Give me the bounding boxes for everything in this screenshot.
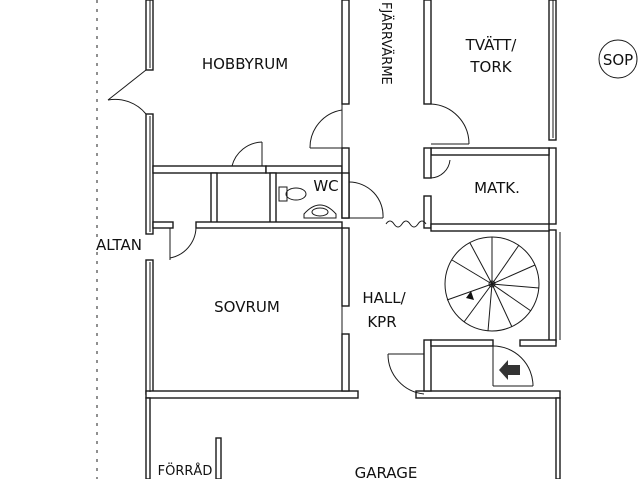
room-label-sop: SOP [603,51,633,69]
room-label-hall: HALL/ [362,289,406,307]
room-label-tork: TORK [469,58,512,76]
room-label-kpr: KPR [367,313,396,331]
spiral-stair-icon [444,236,540,332]
sink-icon [303,204,337,219]
heating-pipe-icon [385,220,427,228]
toilet-icon [278,186,307,202]
doors [107,69,534,395]
room-label-sovrum: SOVRUM [214,298,280,316]
windows [149,0,554,392]
room-label-fjarrvarme: FJÄRRVÄRME [378,2,394,85]
room-label-tvatt: TVÄTT/ [465,35,518,54]
room-label-altan: ALTAN [96,236,142,254]
interior-walls [152,0,557,479]
room-label-matk: MATK. [474,179,520,197]
entry-arrow-icon [499,360,520,380]
room-label-forrad: FÖRRÅD [158,462,213,479]
room-label-garage: GARAGE [355,464,418,479]
room-label-wc: WC [313,177,338,195]
sop-circle [598,39,638,79]
room-label-hobbyrum: HOBBYRUM [202,55,288,73]
